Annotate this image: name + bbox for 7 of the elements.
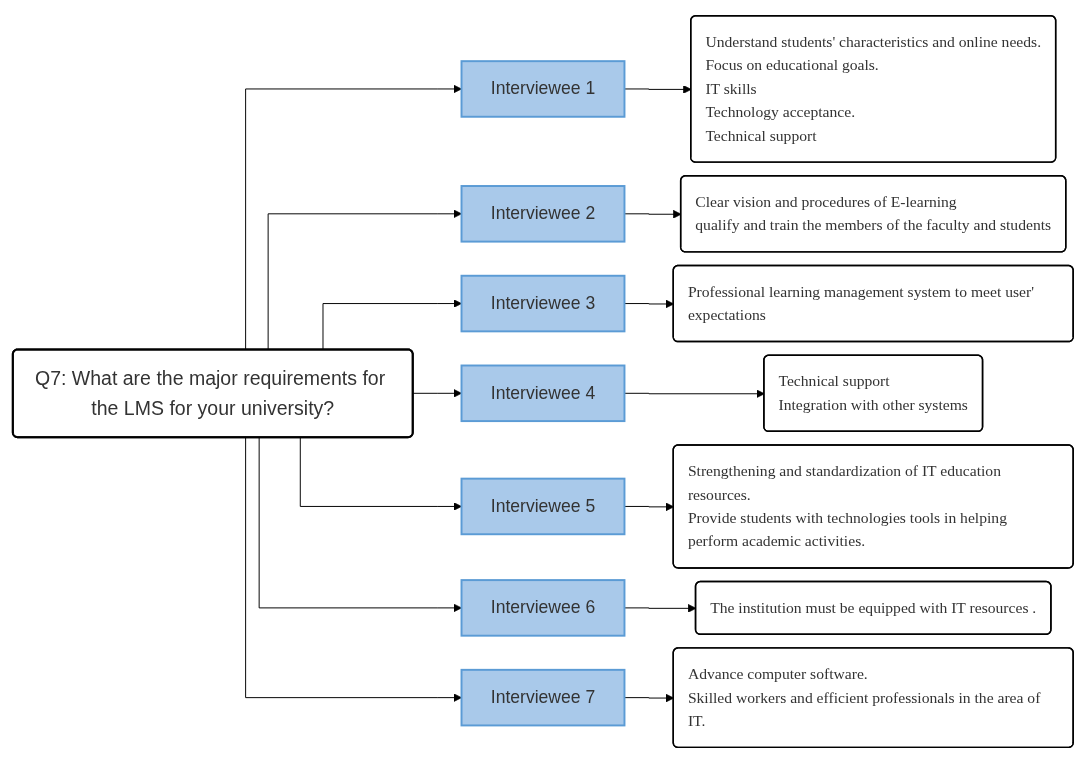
- node-box: Interviewee 2: [460, 185, 626, 243]
- node-box: Interviewee 4: [460, 364, 626, 423]
- node-box: Interviewee 5: [460, 478, 626, 536]
- node-box: Interviewee 7: [460, 669, 626, 727]
- node-box: Interviewee 6: [460, 579, 626, 638]
- node-box: Interviewee 3: [460, 275, 626, 333]
- node-box: Interviewee 1: [460, 60, 626, 119]
